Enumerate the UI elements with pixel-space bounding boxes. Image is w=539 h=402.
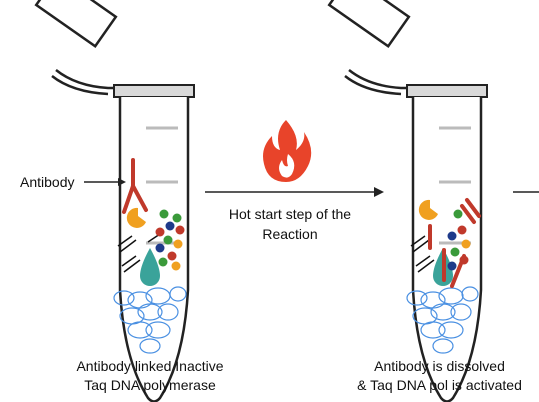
right-tube-contents [406, 198, 481, 354]
antibody-label: Antibody [20, 174, 75, 190]
antibody-fragments [428, 198, 481, 288]
antibody-icon [122, 158, 148, 214]
dna-template [113, 286, 187, 354]
step-label-line1: Hot start step of the [228, 206, 352, 222]
left-pcr-tube [34, 0, 196, 402]
primer [126, 207, 146, 228]
flame-icon [263, 120, 312, 182]
primer [418, 199, 438, 220]
left-caption-line1: Antibody linked Inactive [76, 358, 224, 374]
right-caption-line1: Antibody is dissolved [374, 358, 505, 374]
left-tube-contents [113, 158, 187, 354]
right-pcr-tube [327, 0, 489, 402]
dna-template [406, 286, 479, 354]
taq-polymerase [140, 248, 160, 286]
step-label-line2: Reaction [262, 226, 318, 242]
right-caption-line2: & Taq DNA pol is activated [357, 377, 522, 393]
left-caption-line2: Taq DNA polymerase [84, 377, 216, 393]
nucleotides [155, 209, 185, 271]
primers [410, 235, 435, 273]
